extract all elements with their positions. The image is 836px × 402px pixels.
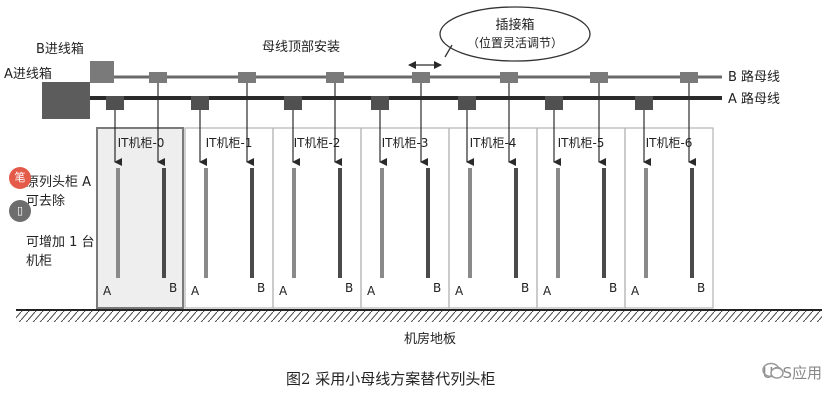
- pdu-rail-b: [338, 168, 342, 278]
- cabinet-title: IT机柜-4: [470, 136, 517, 150]
- cabinet-frame: [624, 127, 714, 309]
- a-feed-box-label: A进线箱: [4, 66, 52, 82]
- a-plugin-box: [545, 96, 563, 110]
- plugin-box-label-line1: 插接箱: [495, 17, 534, 33]
- pdu-rail-a: [644, 168, 648, 278]
- top-mount-label: 母线顶部安装: [262, 40, 340, 55]
- a-busbar-label: A 路母线: [728, 91, 780, 107]
- pdu-rail-a: [556, 168, 560, 278]
- b-plugin-box: [238, 72, 256, 83]
- wechat-icon: [762, 362, 785, 379]
- b-plugin-box: [326, 72, 344, 83]
- remove-note-line2: 可去除: [26, 194, 65, 209]
- rail-label-b: B: [345, 281, 353, 295]
- b-busbar-label: B 路母线: [728, 69, 780, 85]
- plugin-box-callout: [439, 6, 591, 62]
- cabinet-title: IT机柜-5: [558, 136, 605, 150]
- rail-label-a: A: [191, 284, 200, 298]
- rail-label-b: B: [697, 281, 705, 295]
- cabinet-title: IT机柜-2: [294, 136, 341, 150]
- remove-note-line1: 原列头柜 A: [26, 175, 91, 190]
- b-plugin-box: [680, 72, 698, 83]
- a-feed-box: [42, 82, 90, 119]
- rail-label-a: A: [543, 284, 552, 298]
- watermark: UPS应用: [762, 362, 822, 383]
- plugin-box-label-line2: （位置灵活调节）: [467, 35, 563, 50]
- rail-label-a: A: [103, 284, 112, 298]
- pdu-rail-a: [380, 168, 384, 278]
- a-plugin-box: [458, 96, 476, 110]
- b-plugin-box: [412, 72, 430, 83]
- pen-badge-icon[interactable]: 笔: [9, 167, 31, 189]
- floor-label: 机房地板: [404, 331, 456, 347]
- page-badge-icon[interactable]: ▯: [9, 200, 31, 222]
- rail-label-a: A: [279, 284, 288, 298]
- a-plugin-box: [191, 96, 209, 110]
- pdu-rail-b: [602, 168, 606, 278]
- pdu-rail-b: [162, 168, 166, 278]
- rail-label-a: A: [631, 284, 640, 298]
- b-feed-box-label: B进线箱: [36, 41, 84, 57]
- pdu-rail-a: [468, 168, 472, 278]
- b-feed-box: [90, 61, 114, 83]
- a-plugin-box: [106, 96, 124, 110]
- add-note-line2: 机柜: [26, 254, 52, 269]
- rail-label-b: B: [609, 281, 617, 295]
- figure-caption: 图2 采用小母线方案替代列头柜: [286, 370, 495, 388]
- pdu-rail-b: [426, 168, 430, 278]
- pdu-rail-a: [204, 168, 208, 278]
- a-plugin-box: [284, 96, 302, 110]
- cabinet-title: IT机柜-3: [382, 136, 429, 150]
- a-plugin-box: [635, 96, 653, 110]
- pdu-rail-b: [514, 168, 518, 278]
- rail-label-b: B: [257, 281, 265, 295]
- pdu-rail-a: [292, 168, 296, 278]
- callout-pointer: [444, 44, 453, 58]
- b-plugin-box: [149, 72, 167, 83]
- pdu-rail-b: [250, 168, 254, 278]
- rail-label-b: B: [433, 281, 441, 295]
- cabinet-title: IT机柜-6: [646, 136, 693, 150]
- pdu-rail-a: [116, 168, 120, 278]
- floor-hatch: [16, 311, 822, 322]
- rail-label-a: A: [455, 284, 464, 298]
- b-plugin-box: [590, 72, 608, 83]
- cabinet-highlight: [96, 127, 184, 309]
- rail-label-a: A: [367, 284, 376, 298]
- a-plugin-box: [371, 96, 389, 110]
- cabinet-title: IT机柜-0: [118, 136, 165, 150]
- rail-label-b: B: [521, 281, 529, 295]
- rail-label-b: B: [169, 281, 177, 295]
- cabinet-title: IT机柜-1: [206, 136, 253, 150]
- b-plugin-box: [500, 72, 518, 83]
- pdu-rail-b: [690, 168, 694, 278]
- add-note-line1: 可增加 1 台: [26, 235, 95, 250]
